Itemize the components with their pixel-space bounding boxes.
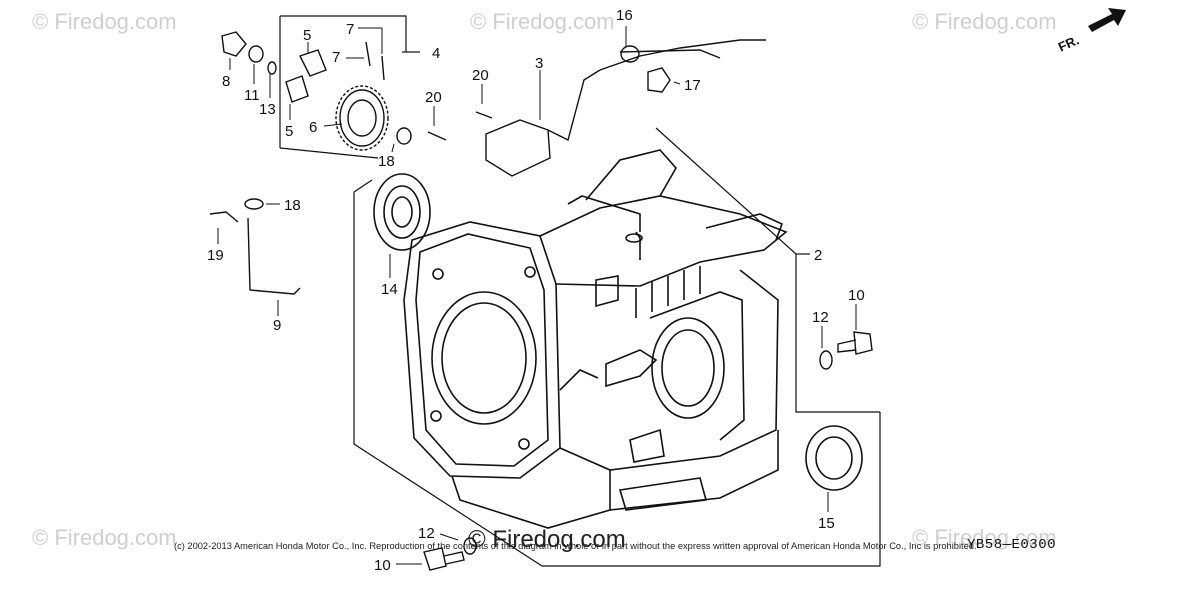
watermark-top-center: © Firedog.com [470,9,615,34]
ball-bearing-part [373,173,431,251]
callout-20-upper: 20 [472,67,489,84]
callout-19: 19 [207,247,224,264]
diagram-code: YB58—E0300 [967,537,1057,553]
watermark-bottom-left: © Firedog.com [32,525,177,550]
governor-gear-part [335,85,389,151]
watermark-top-left: © Firedog.com [32,9,177,34]
callout-14: 14 [381,281,398,298]
oil-seal-part [805,425,863,491]
watermark-bottom-right: © Firedog.com [912,525,1057,550]
callout-7-lower: 7 [332,49,340,66]
callout-16: 16 [616,7,633,24]
callout-5-upper: 5 [303,27,311,44]
callout-6: 6 [309,119,317,136]
callout-3: 3 [535,55,543,72]
callout-7-upper: 7 [346,21,354,38]
callout-12-bottom: 12 [418,525,435,542]
leader-lines [217,26,857,565]
watermarks: © Firedog.com © Firedog.com © Firedog.co… [32,9,1057,553]
callout-13: 13 [259,101,276,118]
front-arrow-icon [1088,8,1126,32]
small-parts [209,31,873,571]
watermark-center: © Firedog.com [468,526,626,553]
callout-2: 2 [814,247,822,264]
callout-11: 11 [244,87,260,104]
callout-5-lower: 5 [285,123,293,140]
callout-labels: 7 5 7 4 8 11 13 5 6 18 16 3 20 20 17 18 … [207,7,865,574]
callout-17: 17 [684,77,701,94]
callout-18-lower: 18 [284,197,301,214]
callout-12-right: 12 [812,309,829,326]
crankcase-body [403,149,788,529]
callout-9: 9 [273,317,281,334]
callout-15: 15 [818,515,835,532]
crankcase-frame [353,127,881,567]
callout-20-lower: 20 [425,89,442,106]
callout-8: 8 [222,73,230,90]
callout-10-bottom: 10 [374,557,391,574]
callout-10-right: 10 [848,287,865,304]
callout-18-upper: 18 [378,153,395,170]
callout-4: 4 [432,45,440,62]
copyright-notice: (c) 2002-2013 American Honda Motor Co., … [174,541,977,551]
watermark-top-right: © Firedog.com [912,9,1057,34]
